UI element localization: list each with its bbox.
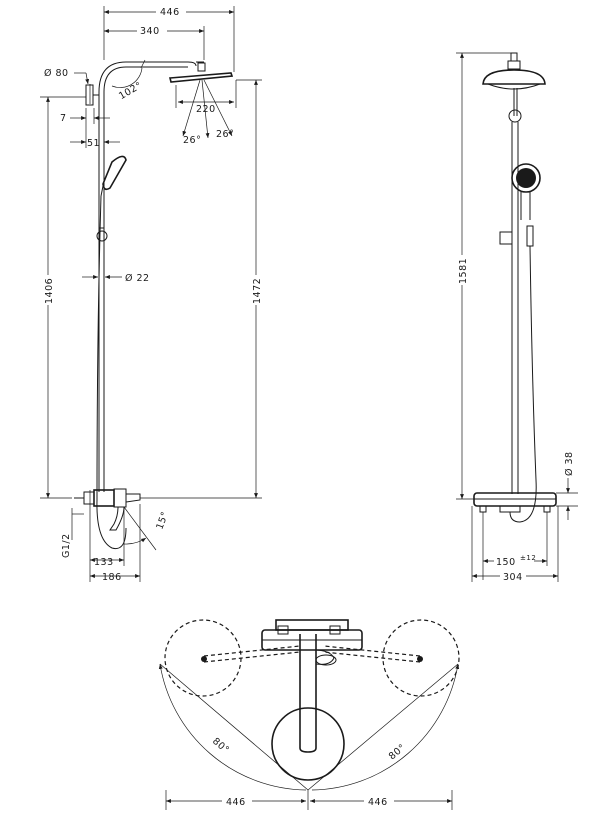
wall-bracket-top xyxy=(85,84,94,106)
spout-133-label: 133 xyxy=(94,557,114,568)
front-mixer xyxy=(473,492,557,513)
reach-left-label: 446 xyxy=(226,797,246,808)
arm-length-label: 340 xyxy=(140,26,160,37)
swivel-right-label: 80° xyxy=(387,742,408,762)
top-view: 80° 80° 446 446 xyxy=(158,619,460,810)
top-arm xyxy=(299,634,317,753)
width-total-label: 446 xyxy=(160,7,180,18)
swing-arms xyxy=(201,645,423,663)
front-hand-shower xyxy=(499,163,541,247)
reach-right-label: 446 xyxy=(368,797,388,808)
tilt-left-label: 26° xyxy=(183,135,201,146)
front-view: 1581 Ø 38 150 ±12 304 xyxy=(456,52,578,583)
mixer-width-label: 304 xyxy=(503,572,523,583)
spout-186-label: 186 xyxy=(102,572,122,583)
spout-angle-label: 15° xyxy=(154,510,171,531)
wall-offset-7-label: 7 xyxy=(60,113,67,124)
centers-label: 150 xyxy=(496,557,516,568)
riser-pipe xyxy=(98,92,105,492)
height-1406-label: 1406 xyxy=(44,278,55,304)
wall-offset-51-label: 51 xyxy=(87,138,100,149)
overhead-shower-head xyxy=(168,62,234,83)
head-width-label: 220 xyxy=(196,104,216,115)
top-shower-head xyxy=(271,707,345,781)
overhead-arm xyxy=(98,61,204,93)
centers-tolerance-label: ±12 xyxy=(520,554,536,562)
side-view: 102° 220 26° 26° xyxy=(40,5,263,583)
height-1581-label: 1581 xyxy=(458,258,469,284)
front-shower-head xyxy=(482,52,546,123)
front-hose xyxy=(509,245,537,523)
height-1472-label: 1472 xyxy=(252,278,263,304)
hand-shower xyxy=(100,155,127,197)
thermostat-mixer xyxy=(74,488,141,531)
thread-label: G1/2 xyxy=(61,533,72,558)
arm-angle-label: 102° xyxy=(117,80,144,102)
tilt-right-label: 26° xyxy=(216,129,234,140)
mixer-height-label: Ø 38 xyxy=(564,451,575,476)
shower-hose xyxy=(96,195,127,550)
swivel-left-label: 80° xyxy=(210,736,231,756)
arm-angle-arc xyxy=(111,67,143,88)
spray-fan xyxy=(175,79,237,139)
pipe-diameter-label: Ø 22 xyxy=(125,273,150,284)
top-mixer xyxy=(261,619,363,666)
head-diameter-label: Ø 80 xyxy=(44,68,69,79)
swivel-arcs xyxy=(158,663,460,791)
